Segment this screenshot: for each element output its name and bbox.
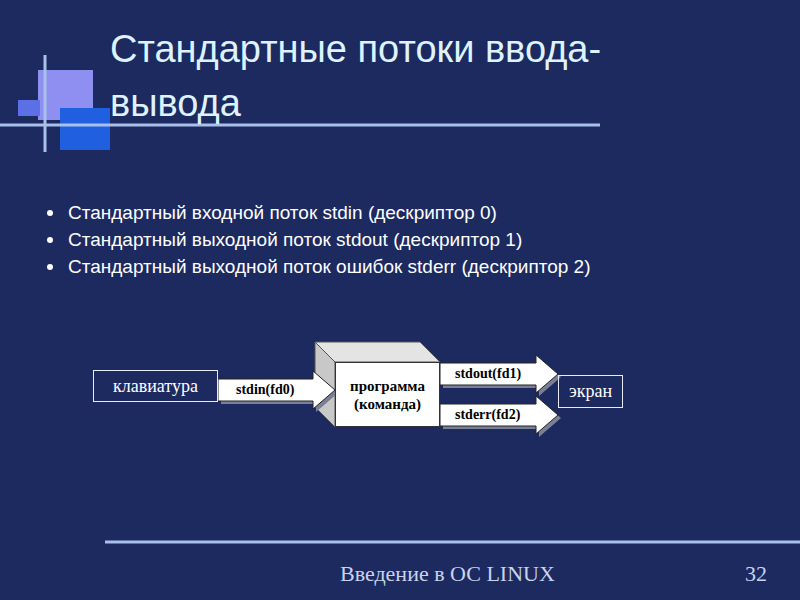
bullet-text: Стандартный выходной поток stdout (дескр… [68,228,522,252]
node-text: программа (команда) [340,377,435,413]
bullet-dot [47,210,53,216]
node-text: экран [569,381,612,402]
block-arrow [440,355,561,396]
device-box: клавиатура [93,370,218,402]
deco-rule [44,55,47,152]
bullet-text: Стандартный входной поток stdin (дескрип… [68,201,497,225]
slide-number: 32 [745,561,767,587]
block-arrow [440,396,561,437]
edge-label: stdout(fd1) [455,365,521,383]
block-arrow [218,371,338,412]
bullet-text: Стандартный выходной поток ошибок stderr… [68,255,591,279]
bullet-dot [47,264,53,270]
bullet-dot [47,237,53,243]
arrow-body [440,396,558,434]
footer-text: Введение в ОС LINUX [340,561,555,587]
footer-rule [105,541,800,544]
arrow-body [440,355,558,393]
arrow-body [218,371,335,409]
cube-top-face [315,342,440,362]
deco-square [60,108,110,150]
edge-label: stderr(fd2) [455,406,520,424]
device-box: экран [558,375,623,408]
node-text: клавиатура [113,376,198,397]
edge-label: stdin(fd0) [236,381,294,399]
slide-title: Стандартные потоки ввода-вывода [110,22,710,130]
program-box: программа (команда) [335,362,440,427]
title-rule [0,124,600,127]
deco-square [18,100,40,116]
